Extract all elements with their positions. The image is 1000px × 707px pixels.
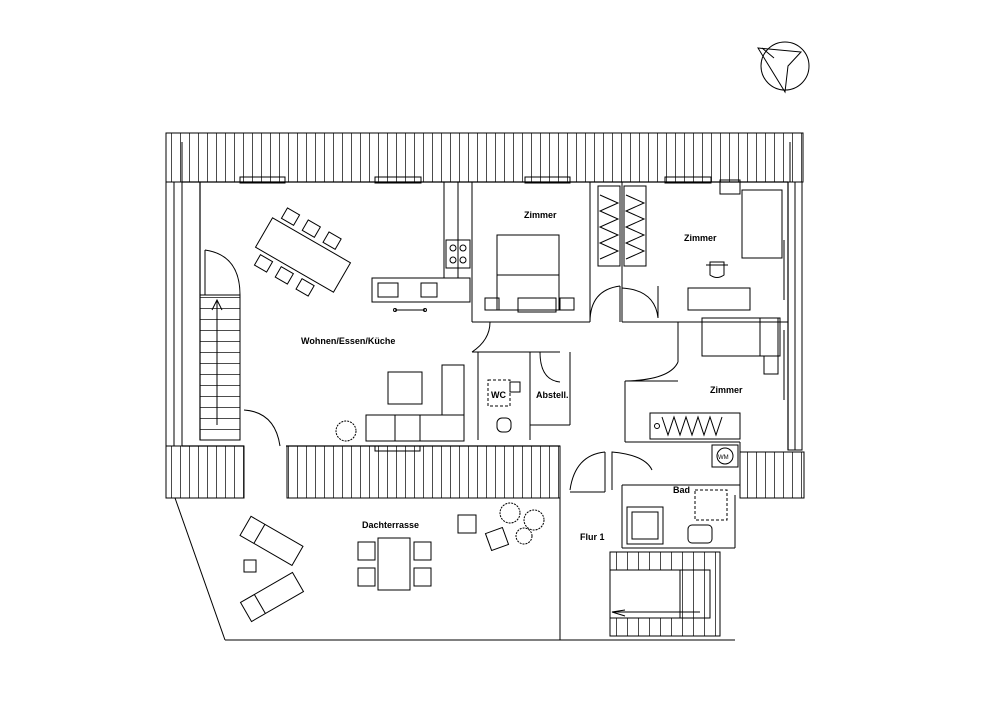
wc-and-storage: [471, 321, 571, 440]
label-flur: Flur 1: [580, 532, 605, 542]
windows-top: [239, 176, 741, 195]
label-wc: WC: [491, 390, 506, 400]
roof-tiles-right: [787, 181, 803, 451]
roof-tiles-top: [165, 132, 804, 183]
sofa: [335, 364, 465, 442]
label-zimmer-2: Zimmer: [684, 233, 717, 243]
label-washing-machine: WM: [718, 455, 729, 461]
kitchen: [371, 182, 473, 322]
room-zimmer-3: [624, 317, 785, 442]
label-wohnen: Wohnen/Essen/Küche: [301, 336, 395, 346]
room-zimmer-2: [621, 189, 788, 323]
label-zimmer-3: Zimmer: [710, 385, 743, 395]
label-bad: Bad: [673, 485, 690, 495]
room-bad: [611, 441, 741, 549]
dining-table: [253, 207, 352, 297]
roof-tiles-bottom: [165, 445, 805, 499]
north-arrow-icon: [757, 41, 810, 94]
label-dachterrasse: Dachterrasse: [362, 520, 419, 530]
room-flur: [559, 451, 735, 641]
staircase-left: [199, 249, 241, 441]
label-abstell: Abstell.: [536, 390, 569, 400]
roof-tiles-left: [165, 181, 183, 447]
outer-walls: [182, 181, 789, 450]
room-zimmer-1: [472, 182, 621, 323]
wardrobes: [597, 182, 647, 322]
dachterrasse: [174, 409, 560, 641]
label-zimmer-1: Zimmer: [524, 210, 557, 220]
